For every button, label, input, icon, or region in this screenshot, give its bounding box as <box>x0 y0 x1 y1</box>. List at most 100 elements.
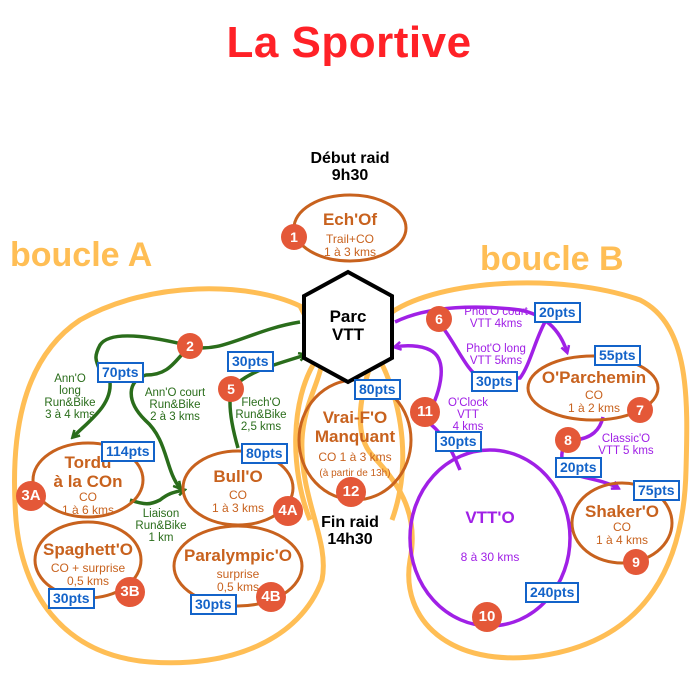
paralympico-ellipse <box>172 524 304 608</box>
station-vtto: VTT'O 8 à 30 kms <box>430 508 550 564</box>
route-name: Classic'O <box>601 433 651 445</box>
oparchemin-ellipse <box>526 354 660 422</box>
station-name: Spaghett'O <box>43 540 133 559</box>
route-mode: Run&Bike <box>135 520 187 532</box>
badge-4a: 4A <box>273 496 303 526</box>
station-name: Paralympic'O <box>184 546 292 565</box>
start-label: Début raid <box>310 150 390 167</box>
points-flecho: 30pts <box>227 351 274 372</box>
station-desc: CO 1 à 3 kms <box>318 450 392 464</box>
start-time: 9h30 <box>331 167 369 184</box>
start-info: Début raid 9h30 <box>280 150 420 184</box>
badge-4b: 4B <box>256 582 286 612</box>
station-name: VTT'O <box>465 508 515 527</box>
end-label: Fin raid <box>321 514 379 531</box>
station-name: O'Parchemin <box>541 368 647 387</box>
route-mode: Run&Bike <box>235 409 287 421</box>
station-desc: Trail+CO <box>326 232 374 246</box>
route-anno-court-label: Ann'O court Run&Bike 2 à 3 kms <box>135 387 215 423</box>
hub-line2: VTT <box>331 325 365 344</box>
tordu-ellipse <box>31 441 145 519</box>
route-photo-long-label: Phot'O long VTT 5kms <box>460 343 532 367</box>
station-distance: 8 à 30 kms <box>460 550 520 564</box>
station-distance: 1 à 6 kms <box>61 503 115 517</box>
badge-5: 5 <box>218 376 244 402</box>
badge-6: 6 <box>426 306 452 332</box>
loop-b-label: boucle B <box>480 240 624 278</box>
station-distance: 1 à 3 kms <box>211 501 265 515</box>
points-vraifo: 80pts <box>354 379 401 400</box>
station-name: Tordu <box>64 453 112 472</box>
route-distance: 2,5 kms <box>240 421 282 433</box>
route-name: Phot'O long <box>466 343 526 355</box>
route-mode: VTT <box>457 409 479 421</box>
station-desc: CO <box>229 488 247 502</box>
badge-8: 8 <box>555 427 581 453</box>
hub-label: Parc VTT <box>304 308 392 344</box>
route-distance: 1 km <box>148 532 174 544</box>
station-desc: CO <box>613 520 631 534</box>
points-spaghetto: 30pts <box>48 588 95 609</box>
points-oparchemin: 55pts <box>594 345 641 366</box>
station-name: Bull'O <box>213 467 263 486</box>
central-strip <box>293 358 406 521</box>
station-desc: surprise <box>216 567 260 581</box>
route-name: Ann'O <box>54 373 86 385</box>
badge-12: 12 <box>336 477 366 507</box>
route-distance: VTT 5 kms <box>598 445 654 457</box>
page-title: La Sportive <box>226 18 472 67</box>
station-name-line2: à la COn <box>53 472 123 491</box>
route-photo-court-label: Phot'O court VTT 4kms <box>456 306 536 330</box>
route-variant: long <box>59 385 81 397</box>
points-tordu: 114pts <box>101 441 155 462</box>
points-photo-court: 20pts <box>534 302 581 323</box>
points-photo-long: 30pts <box>471 371 518 392</box>
route-anno-top <box>94 320 301 373</box>
badge-10: 10 <box>472 602 502 632</box>
station-desc: CO + surprise <box>50 561 126 575</box>
station-name-line2: Manquant <box>314 427 396 446</box>
points-oclock: 30pts <box>435 431 482 452</box>
station-distance: 0,5 kms <box>66 574 109 588</box>
station-distance: 0,5 kms <box>216 580 259 594</box>
loop-b-outline <box>357 280 690 661</box>
station-spaghetto: Spaghett'O CO + surprise 0,5 kms <box>33 540 143 588</box>
station-desc: CO <box>585 388 603 402</box>
route-distance: VTT 5kms <box>469 355 523 367</box>
route-name: Phot'O court <box>464 306 528 318</box>
points-classico: 20pts <box>555 457 602 478</box>
points-paralympico: 30pts <box>190 594 237 615</box>
shakero-ellipse <box>570 481 674 565</box>
station-shakero: Shaker'O CO 1 à 4 kms <box>572 502 672 547</box>
station-bullo: Bull'O CO 1 à 3 kms <box>185 467 291 515</box>
route-distance: 2 à 3 kms <box>150 411 200 423</box>
station-echof: Ech'Of Trail+CO 1 à 3 kms <box>296 210 404 259</box>
station-name: Vrai-F'O <box>322 408 388 427</box>
points-vtto: 240pts <box>525 582 580 603</box>
route-flecho-label: Flech'O Run&Bike 2,5 kms <box>230 397 292 433</box>
station-distance: 1 à 3 kms <box>323 245 377 259</box>
route-distance: 4 kms <box>452 421 484 433</box>
station-name: Shaker'O <box>585 502 659 521</box>
points-shakero: 75pts <box>633 480 680 501</box>
hub-line1: Parc <box>329 307 367 326</box>
route-liaison <box>129 490 184 506</box>
route-distance: VTT 4kms <box>469 318 523 330</box>
station-distance: 1 à 2 kms <box>567 401 621 415</box>
station-schedule-note: (à partir de 13h) <box>319 468 391 479</box>
route-mode: Run&Bike <box>44 397 96 409</box>
end-time: 14h30 <box>327 531 373 548</box>
station-desc: CO <box>79 490 97 504</box>
route-anno-court <box>129 344 192 488</box>
route-distance: 3 à 4 kms <box>45 409 95 421</box>
points-bullo: 80pts <box>241 443 288 464</box>
route-anno-long-label: Ann'O long Run&Bike 3 à 4 kms <box>40 373 100 421</box>
badge-11: 11 <box>410 397 440 427</box>
route-classico-label: Classic'O VTT 5 kms <box>590 433 662 457</box>
route-photo-court <box>394 305 567 352</box>
station-paralympico: Paralympic'O surprise 0,5 kms <box>172 546 304 594</box>
route-name: O'Clock <box>448 397 488 409</box>
route-anno-long <box>73 381 112 437</box>
route-name: Flech'O <box>241 397 281 409</box>
